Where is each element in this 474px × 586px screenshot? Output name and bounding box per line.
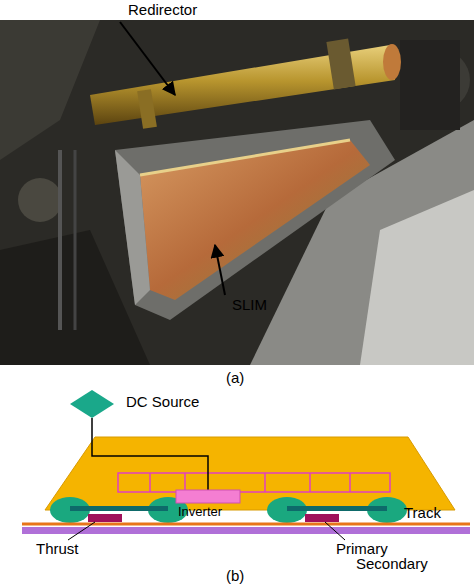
leader-line xyxy=(120,22,175,95)
power-wire xyxy=(92,418,208,490)
inverter-box: Inverter xyxy=(176,490,240,503)
part-label: Track xyxy=(404,505,441,522)
inverter-box-shape xyxy=(176,490,240,503)
node-label: DC Source xyxy=(126,394,199,411)
subfigure-label: (a) xyxy=(226,370,244,387)
part-label: Thrust xyxy=(36,541,79,558)
photo xyxy=(0,20,474,365)
source-diamond: DC Source xyxy=(70,390,114,418)
source-diamond-shape xyxy=(70,390,114,418)
part-label: Redirector xyxy=(128,2,197,19)
part-label: SLIM xyxy=(232,297,267,314)
vehicle xyxy=(22,437,470,540)
leader-line xyxy=(215,245,225,295)
node-label: Inverter xyxy=(178,505,222,519)
part-label: Secondary xyxy=(356,556,428,573)
subfigure-label: (b) xyxy=(226,568,244,585)
